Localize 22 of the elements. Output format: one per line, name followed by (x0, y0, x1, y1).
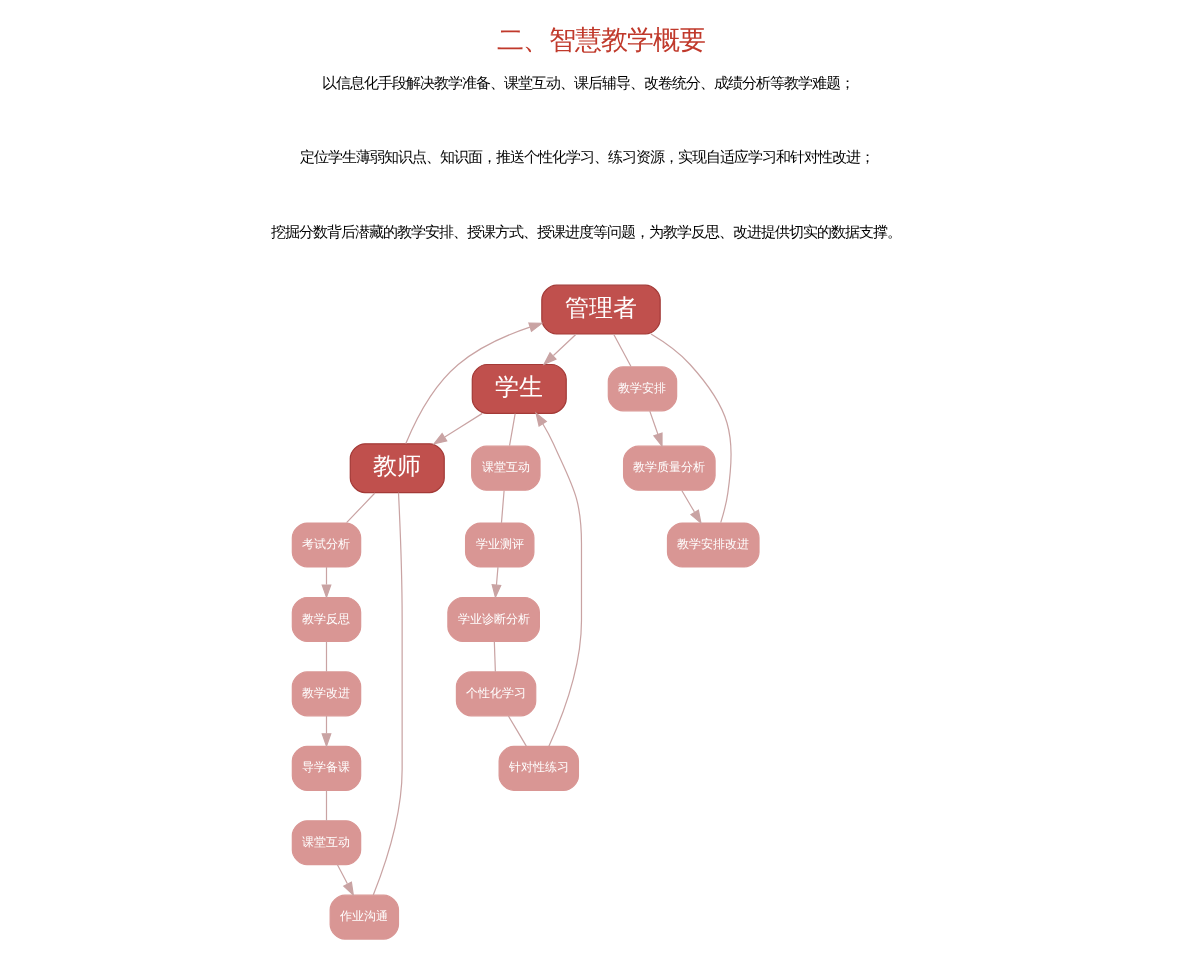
arrow (490, 565, 501, 599)
arrow (541, 332, 576, 365)
node-box: 学生 (470, 362, 566, 413)
connector (344, 491, 375, 523)
diagram-title: 二、智慧教学概要 (496, 26, 704, 57)
arrow (534, 410, 582, 746)
connector (649, 332, 731, 523)
connector (371, 491, 402, 895)
node-box: 管理者 (540, 283, 660, 334)
arrow (680, 488, 701, 524)
connector (324, 788, 327, 821)
connector (612, 332, 631, 367)
connector (507, 411, 515, 446)
node-box: 教师 (348, 442, 444, 493)
arrow (431, 411, 482, 444)
connector (492, 639, 495, 672)
connector (499, 488, 504, 523)
arrow (404, 321, 543, 444)
arrow (648, 409, 662, 447)
arrow (335, 863, 354, 896)
connector (324, 639, 327, 672)
connector (506, 714, 526, 746)
